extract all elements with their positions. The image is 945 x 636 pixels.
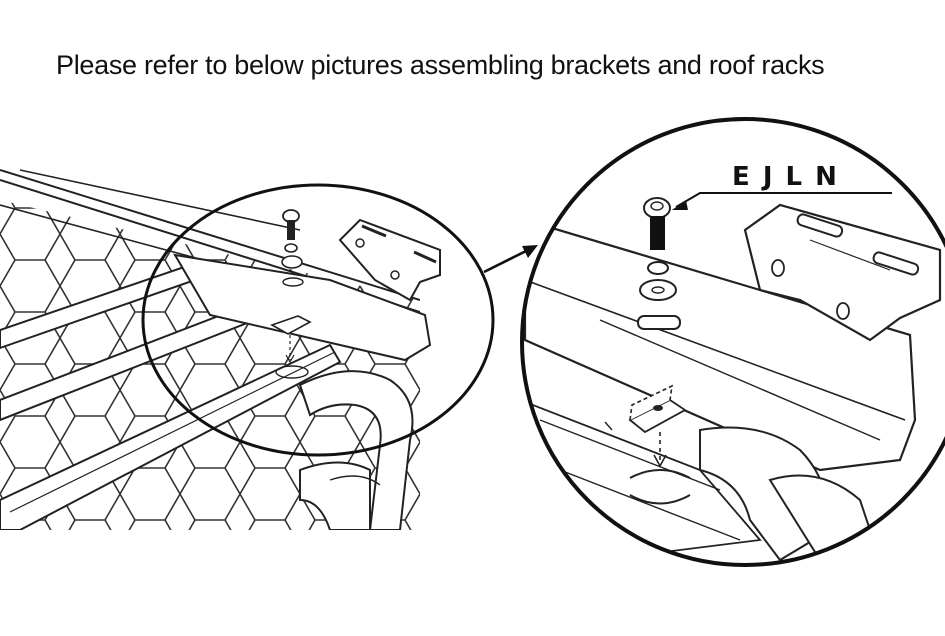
lock-washer bbox=[647, 261, 669, 275]
detail-circle-outline bbox=[520, 117, 945, 567]
l-bracket bbox=[743, 203, 942, 342]
small-slot bbox=[282, 277, 304, 287]
small-bolt bbox=[282, 209, 300, 240]
detail-view bbox=[520, 117, 945, 567]
small-bracket-assembly bbox=[173, 209, 441, 379]
small-lock-washer bbox=[284, 243, 298, 253]
detail-highlight-circle bbox=[141, 183, 495, 457]
hex-bolt bbox=[643, 197, 671, 250]
t-nut bbox=[604, 384, 691, 505]
instruction-title: Please refer to below pictures assemblin… bbox=[56, 50, 825, 80]
callout-label: E J L N bbox=[732, 162, 839, 192]
mounting-slot bbox=[637, 315, 681, 330]
bracket-rail bbox=[523, 218, 917, 472]
small-flat-washer bbox=[281, 255, 303, 269]
small-t-nut bbox=[270, 315, 312, 335]
detail-pointer-arrow bbox=[483, 245, 538, 274]
rack-side-tube bbox=[298, 370, 414, 530]
parts-callout: E J L N bbox=[672, 162, 892, 210]
